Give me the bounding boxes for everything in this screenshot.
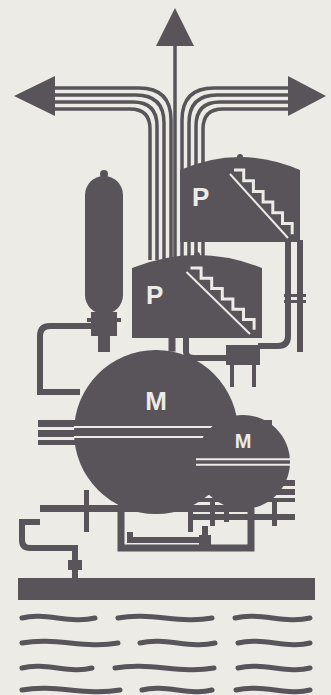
tank-letter: M <box>235 431 252 451</box>
tank-letter: P <box>192 184 209 210</box>
storage-sphere: M <box>196 415 290 509</box>
process-tank: P <box>180 150 300 242</box>
process-tank: P <box>132 248 262 338</box>
pipe-connector <box>172 338 173 352</box>
tank-letter: P <box>146 282 163 308</box>
tank-letter: M <box>145 388 167 414</box>
sphere-shape <box>196 415 290 509</box>
